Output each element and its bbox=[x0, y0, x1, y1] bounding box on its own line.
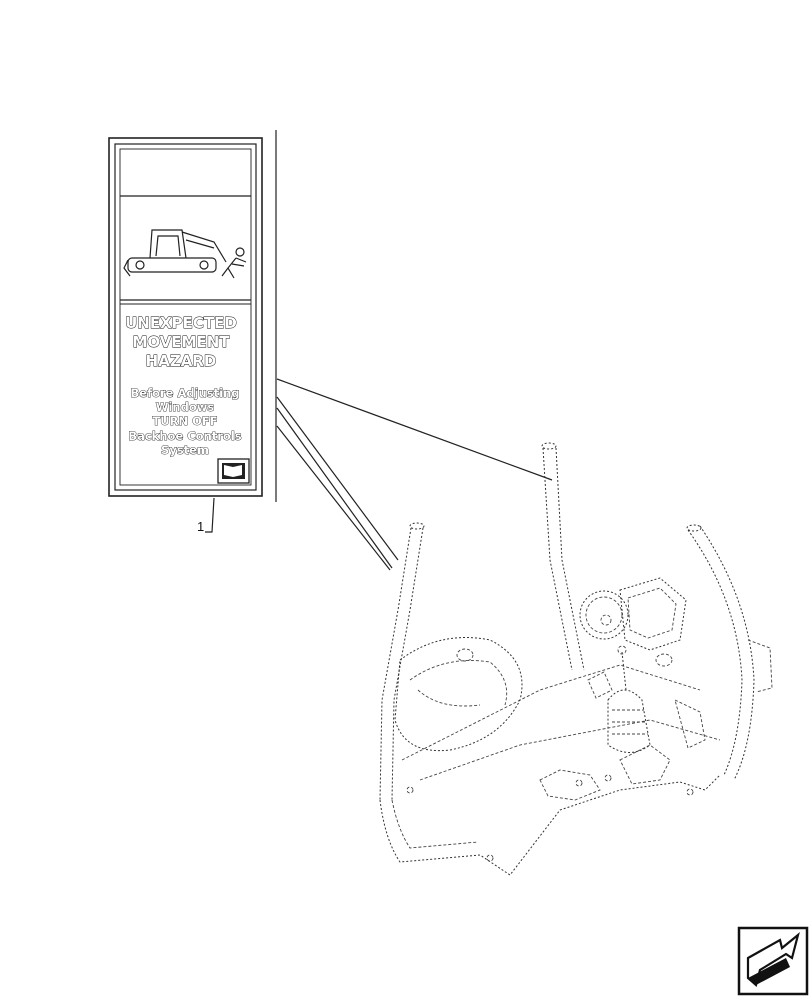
operator-manual-icon bbox=[217, 458, 250, 484]
next-page-arrow-icon[interactable] bbox=[737, 926, 809, 996]
callout-number: 1 bbox=[197, 519, 204, 534]
backhoe-crush-hazard-icon bbox=[123, 229, 247, 279]
decal-body-line-2: Windows bbox=[156, 400, 215, 414]
decal-body-line-3: TURN OFF bbox=[152, 414, 217, 428]
decal-body-line-4: Backhoe Controls bbox=[128, 429, 241, 443]
decal-heading-line-2: MOVEMENT bbox=[132, 333, 230, 351]
decal-heading-line-1: UNEXPECTED bbox=[125, 314, 237, 332]
callout-leader bbox=[205, 497, 215, 533]
cab-floor-assembly bbox=[379, 442, 773, 876]
decal-body-line-1: Before Adjusting bbox=[131, 386, 240, 400]
decal-body-line-5: System bbox=[161, 443, 209, 457]
leader-lines bbox=[276, 378, 553, 571]
safety-decal: UNEXPECTED MOVEMENT HAZARD Before Adjust… bbox=[108, 137, 263, 497]
decal-heading-line-3: HAZARD bbox=[146, 352, 217, 370]
